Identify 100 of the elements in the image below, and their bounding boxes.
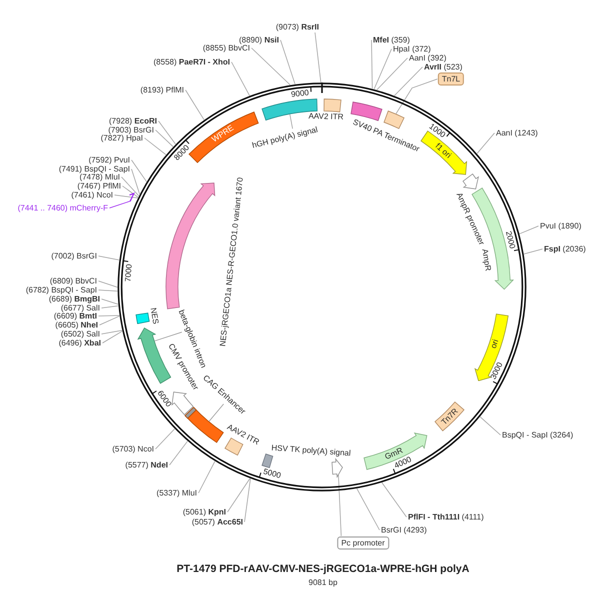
restriction-site-label: (7461) NcoI <box>71 190 113 200</box>
leader-line <box>101 298 118 305</box>
restriction-site-label: (7903) BsrGI <box>108 126 154 134</box>
leader-line <box>251 48 290 86</box>
leader-line <box>198 460 216 494</box>
leader-line <box>155 428 175 450</box>
restriction-site-label: (6677) SalI <box>60 304 100 312</box>
leader-line <box>371 40 373 90</box>
restriction-site-label: PflFI - Tth111I (4111) <box>408 512 484 522</box>
tick-label: 3000 <box>489 361 504 381</box>
restriction-site-label: AanI (392) <box>409 54 446 62</box>
leader-line <box>169 440 188 466</box>
restriction-site-label: (8193) PflMI <box>140 86 184 94</box>
restriction-site-label: (7928) EcoRI <box>108 116 157 126</box>
tick-label: 4000 <box>393 456 413 471</box>
feature-bar <box>382 110 405 130</box>
leader-line <box>98 256 120 260</box>
restriction-site-label: (6609) BmtI <box>54 312 97 320</box>
leader-line <box>374 48 392 90</box>
leader-line <box>101 330 122 334</box>
restriction-site-label: (7478) MluI <box>80 172 120 182</box>
restriction-site-label: AanI (1243) <box>496 128 538 138</box>
leader-line <box>98 290 118 292</box>
restriction-site-label: (7592) PvuI <box>88 156 130 164</box>
leader-line <box>227 478 250 512</box>
feature-tag: Pc promoter <box>337 536 389 550</box>
restriction-site-label: (9073) RsrII <box>276 22 319 32</box>
leader-line <box>394 66 423 96</box>
restriction-site-label: (7441 .. 7460) mCherry-F <box>18 204 108 212</box>
restriction-site-label: (7827) HpaI <box>100 134 143 142</box>
leader-line <box>280 40 296 85</box>
leader-line <box>480 416 501 436</box>
directional-feature <box>363 432 428 470</box>
leader-line <box>158 120 176 144</box>
restriction-site-label: (6496) XbaI <box>58 338 101 348</box>
leader-line <box>524 248 543 254</box>
feature-label: AAV2 ITR <box>308 112 344 122</box>
feature-bar <box>350 100 384 122</box>
tick-label: 9000 <box>290 89 310 100</box>
feature-label: AmpR <box>480 248 492 272</box>
restriction-site-label: (8855) BbvCI <box>202 44 250 52</box>
leader-line <box>376 58 408 90</box>
leader-line <box>102 330 123 344</box>
leader-line <box>98 315 120 316</box>
map-title: PT-1479 PFD-rAAV-CMV-NES-jRGECO1a-WPRE-hGH polyA <box>176 563 470 576</box>
feature-label: f1 ori <box>433 142 452 160</box>
directional-feature <box>165 182 216 310</box>
restriction-site-label: (6689) BmgBI <box>48 294 100 304</box>
sequence-length: 9081 bp <box>308 578 338 588</box>
restriction-site-label: (7002) BsrGI <box>51 252 97 260</box>
leader-line <box>396 78 438 114</box>
feature-label: hGH poly(A) signal <box>251 126 318 150</box>
restriction-site-label: (6782) BspQI - SapI <box>26 286 97 294</box>
leader-line <box>131 160 147 182</box>
directional-feature <box>331 458 344 478</box>
restriction-site-label: BspQI - SapI (3264) <box>502 430 574 440</box>
leader-line <box>114 194 138 198</box>
feature-label: HSV TK poly(A) signal <box>270 444 350 458</box>
leader-line <box>314 32 322 83</box>
leader-line <box>122 186 138 198</box>
restriction-site-label: (5057) Acc65I <box>192 518 243 526</box>
feature-label: NES <box>149 306 160 324</box>
restriction-site-label: (7467) PflMI <box>77 182 121 190</box>
tick-label: 2000 <box>504 230 516 250</box>
feature-label: NES-jRGECO1a NES-R-GECO1.0 variant 1670 <box>219 177 245 347</box>
restriction-site-label: (6809) BbvCI <box>50 276 97 286</box>
feature-tag: Tn7L <box>438 72 464 86</box>
leader-line <box>185 90 204 120</box>
feature-label: AAV2 ITR <box>226 424 260 448</box>
restriction-site-label: MfeI (359) <box>373 36 410 44</box>
feature-bar <box>134 312 150 324</box>
restriction-site-label: (7491) BspQI - SapI <box>58 164 130 174</box>
leader-line <box>155 130 174 148</box>
directional-feature <box>474 312 509 382</box>
restriction-site-label: (5703) NcoI <box>112 444 154 454</box>
restriction-site-label: (5337) MluI <box>156 488 197 498</box>
restriction-site-label: HpaI (372) <box>393 44 431 54</box>
leader-line <box>382 482 407 518</box>
tick-label: 7000 <box>124 264 134 282</box>
directional-feature <box>170 391 194 416</box>
leader-line <box>519 226 539 234</box>
leader-line <box>109 200 131 208</box>
tick-label: 1000 <box>427 122 446 140</box>
restriction-site-label: (6605) NheI <box>55 320 98 330</box>
restriction-site-label: (5577) NdeI <box>125 460 168 470</box>
leader-line <box>131 168 140 195</box>
feature-bar <box>224 437 244 456</box>
restriction-site-label: PvuI (1890) <box>540 222 582 230</box>
leader-line <box>231 62 250 96</box>
directional-feature <box>462 173 480 190</box>
restriction-site-label: (8558) PaeR7I - XhoI <box>154 58 230 66</box>
restriction-site-label: (5061) KpnI <box>182 508 226 516</box>
restriction-site-label: BsrGI (4293) <box>381 526 427 534</box>
feature-bar <box>261 452 274 468</box>
leader-line <box>476 132 495 154</box>
feature-bar <box>434 401 466 432</box>
leader-line <box>99 316 120 326</box>
restriction-site-label: (8890) NsiI <box>238 36 279 44</box>
feature-bar <box>322 98 342 113</box>
leader-line <box>98 280 118 288</box>
